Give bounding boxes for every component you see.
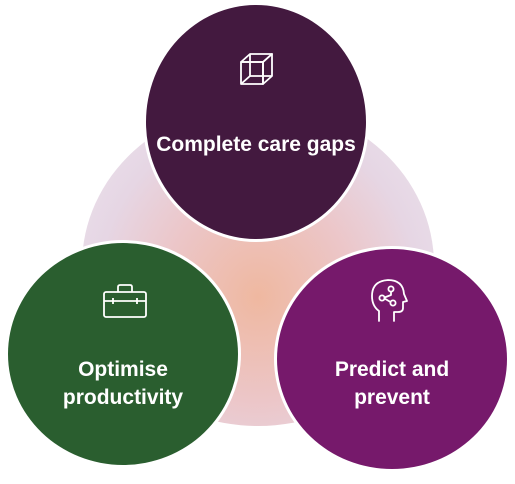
cube-icon xyxy=(238,51,276,89)
node-label-line: prevent xyxy=(354,386,430,409)
node-label: Predict and prevent xyxy=(277,356,507,412)
briefcase-icon xyxy=(102,283,148,319)
node-label: Complete care gaps xyxy=(156,133,356,156)
ai-head-icon xyxy=(369,277,409,323)
node-optimise-productivity: Optimise productivity xyxy=(5,240,241,468)
node-label-line: productivity xyxy=(62,386,184,409)
node-label-line: Optimise xyxy=(78,358,168,381)
node-label: Optimise productivity xyxy=(8,356,238,412)
node-predict-and-prevent: Predict and prevent xyxy=(274,246,510,472)
node-complete-care-gaps: Complete care gaps xyxy=(143,2,369,242)
node-label-line: Predict and xyxy=(334,358,450,381)
